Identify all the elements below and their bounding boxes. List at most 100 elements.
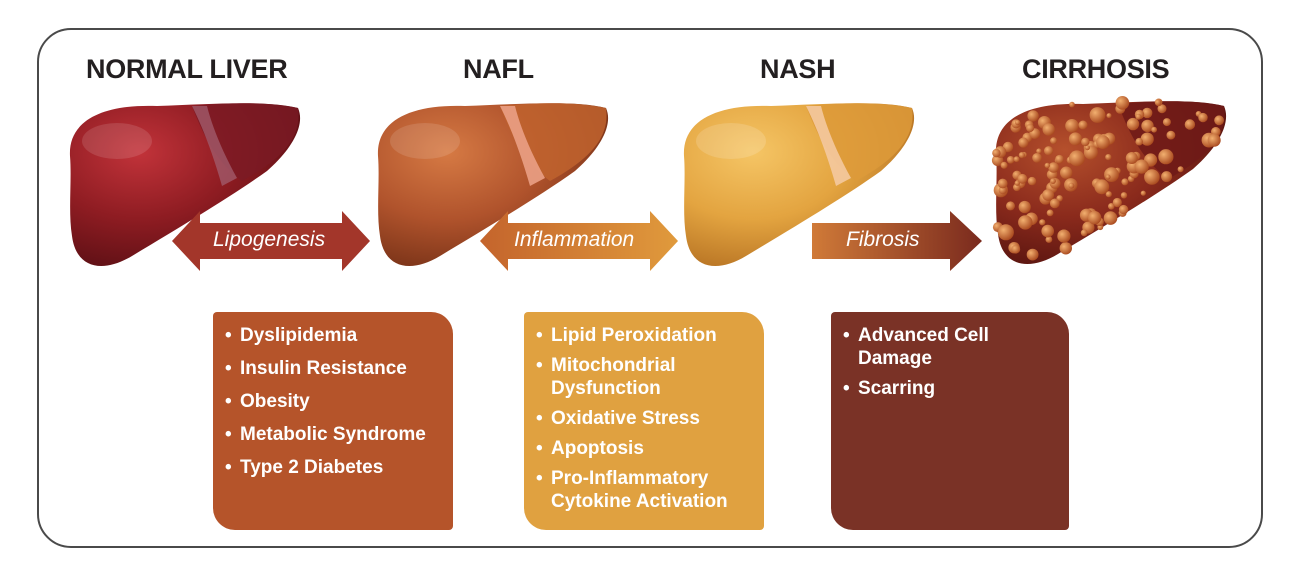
list-item: Apoptosis <box>536 437 754 460</box>
nodule <box>998 186 1007 195</box>
nodule <box>1018 152 1025 159</box>
nodule <box>1177 166 1184 173</box>
list-item: Type 2 Diabetes <box>225 456 443 479</box>
inflammation-factors-box: Lipid Peroxidation Mitochondrial Dysfunc… <box>524 312 764 530</box>
list-item: Mitochondrial Dysfunction <box>536 354 691 400</box>
nodule <box>1103 211 1118 225</box>
nodule <box>1151 126 1157 133</box>
list-item: Scarring <box>843 377 1059 400</box>
diagram-frame <box>37 28 1263 548</box>
nodule <box>1000 161 1008 169</box>
nodule <box>1046 209 1054 217</box>
nodule <box>1162 118 1171 127</box>
nodule <box>1141 119 1154 133</box>
cirrhosis-nodules <box>991 96 1224 261</box>
nodule <box>1027 110 1039 122</box>
nodule <box>1015 119 1021 126</box>
stage-title-normal-liver: NORMAL LIVER <box>86 54 288 84</box>
nodule <box>1135 137 1143 146</box>
nodule <box>1018 215 1033 230</box>
nodule <box>1207 133 1221 147</box>
nodule <box>1044 146 1054 156</box>
nodule <box>1042 189 1054 201</box>
nodule <box>1065 119 1079 133</box>
nodule <box>1087 211 1102 225</box>
list-item: Pro-Inflammatory Cytokine Activation <box>536 467 751 513</box>
arrow-fibrosis <box>812 211 982 271</box>
nodule <box>1069 150 1085 167</box>
nodule <box>1135 113 1142 120</box>
nodule <box>1105 174 1111 180</box>
nodule <box>1094 179 1110 195</box>
nodule <box>1106 113 1112 119</box>
list-item: Metabolic Syndrome <box>225 423 443 446</box>
nodule <box>1118 204 1129 215</box>
arrow-label-lipogenesis: Lipogenesis <box>213 228 326 251</box>
nodule <box>1060 166 1073 179</box>
nodule <box>1125 152 1138 164</box>
nodule <box>1036 148 1042 154</box>
nodule <box>1158 149 1174 165</box>
nash-liver-image <box>683 103 915 267</box>
nodule <box>1068 182 1075 189</box>
nodule <box>1011 244 1021 254</box>
nodule <box>1048 162 1059 173</box>
nodule <box>1050 137 1057 145</box>
nodule <box>1081 137 1090 147</box>
lipogenesis-factors-box: Dyslipidemia Insulin Resistance Obesity … <box>213 312 453 530</box>
nodule <box>1041 224 1054 238</box>
stage-title-nash: NASH <box>760 54 836 84</box>
nodule <box>1026 124 1035 133</box>
nodule <box>1080 229 1088 237</box>
nodule <box>1161 171 1173 183</box>
list-item: Insulin Resistance <box>225 357 443 380</box>
nodule <box>1039 219 1046 226</box>
nodule <box>1126 117 1140 131</box>
nodule <box>1140 190 1146 196</box>
nodule <box>1018 200 1031 214</box>
nodule <box>1089 107 1106 123</box>
nodule <box>997 224 1014 241</box>
nodule <box>1006 156 1015 164</box>
nodule <box>1044 162 1050 169</box>
nodule <box>1013 156 1020 163</box>
nodule <box>1017 173 1028 184</box>
nodule <box>1057 229 1071 243</box>
fibrosis-factors-box: Advanced Cell Damage Scarring <box>831 312 1069 530</box>
arrow-label-inflammation: Inflammation <box>514 228 635 251</box>
nodule <box>1059 242 1072 255</box>
nodule <box>1006 201 1015 211</box>
nodule <box>1105 154 1112 161</box>
nodule <box>992 148 1001 158</box>
nodule <box>1112 197 1122 208</box>
nodule <box>997 178 1008 189</box>
nodule <box>1042 123 1055 136</box>
stage-title-cirrhosis: CIRRHOSIS <box>1022 54 1170 84</box>
nodule <box>1115 96 1130 110</box>
nodule <box>1068 132 1082 146</box>
arrow-inflammation <box>480 211 678 271</box>
nodule <box>1140 132 1154 146</box>
nodule <box>1134 159 1149 174</box>
nodule <box>1214 115 1224 126</box>
nodule <box>1026 248 1039 261</box>
nodule <box>1055 154 1064 164</box>
list-item: Dyslipidemia <box>225 324 443 347</box>
nodule <box>1096 135 1110 149</box>
normal-liver-image <box>69 103 301 267</box>
nodule <box>1142 107 1153 119</box>
nodule <box>1121 178 1129 186</box>
nafl-liver-image <box>377 103 609 267</box>
nodule <box>1049 198 1060 209</box>
nodule <box>1144 169 1160 185</box>
nodule <box>1105 191 1112 198</box>
list-item: Oxidative Stress <box>536 407 754 430</box>
nodule <box>1108 203 1115 210</box>
nodule <box>1157 104 1167 114</box>
arrow-lipogenesis <box>172 211 370 271</box>
nodule <box>1078 120 1088 130</box>
nodule <box>1120 192 1128 199</box>
list-item: Lipid Peroxidation <box>536 324 754 347</box>
stage-title-nafl: NAFL <box>463 54 534 84</box>
nodule <box>1198 112 1208 123</box>
